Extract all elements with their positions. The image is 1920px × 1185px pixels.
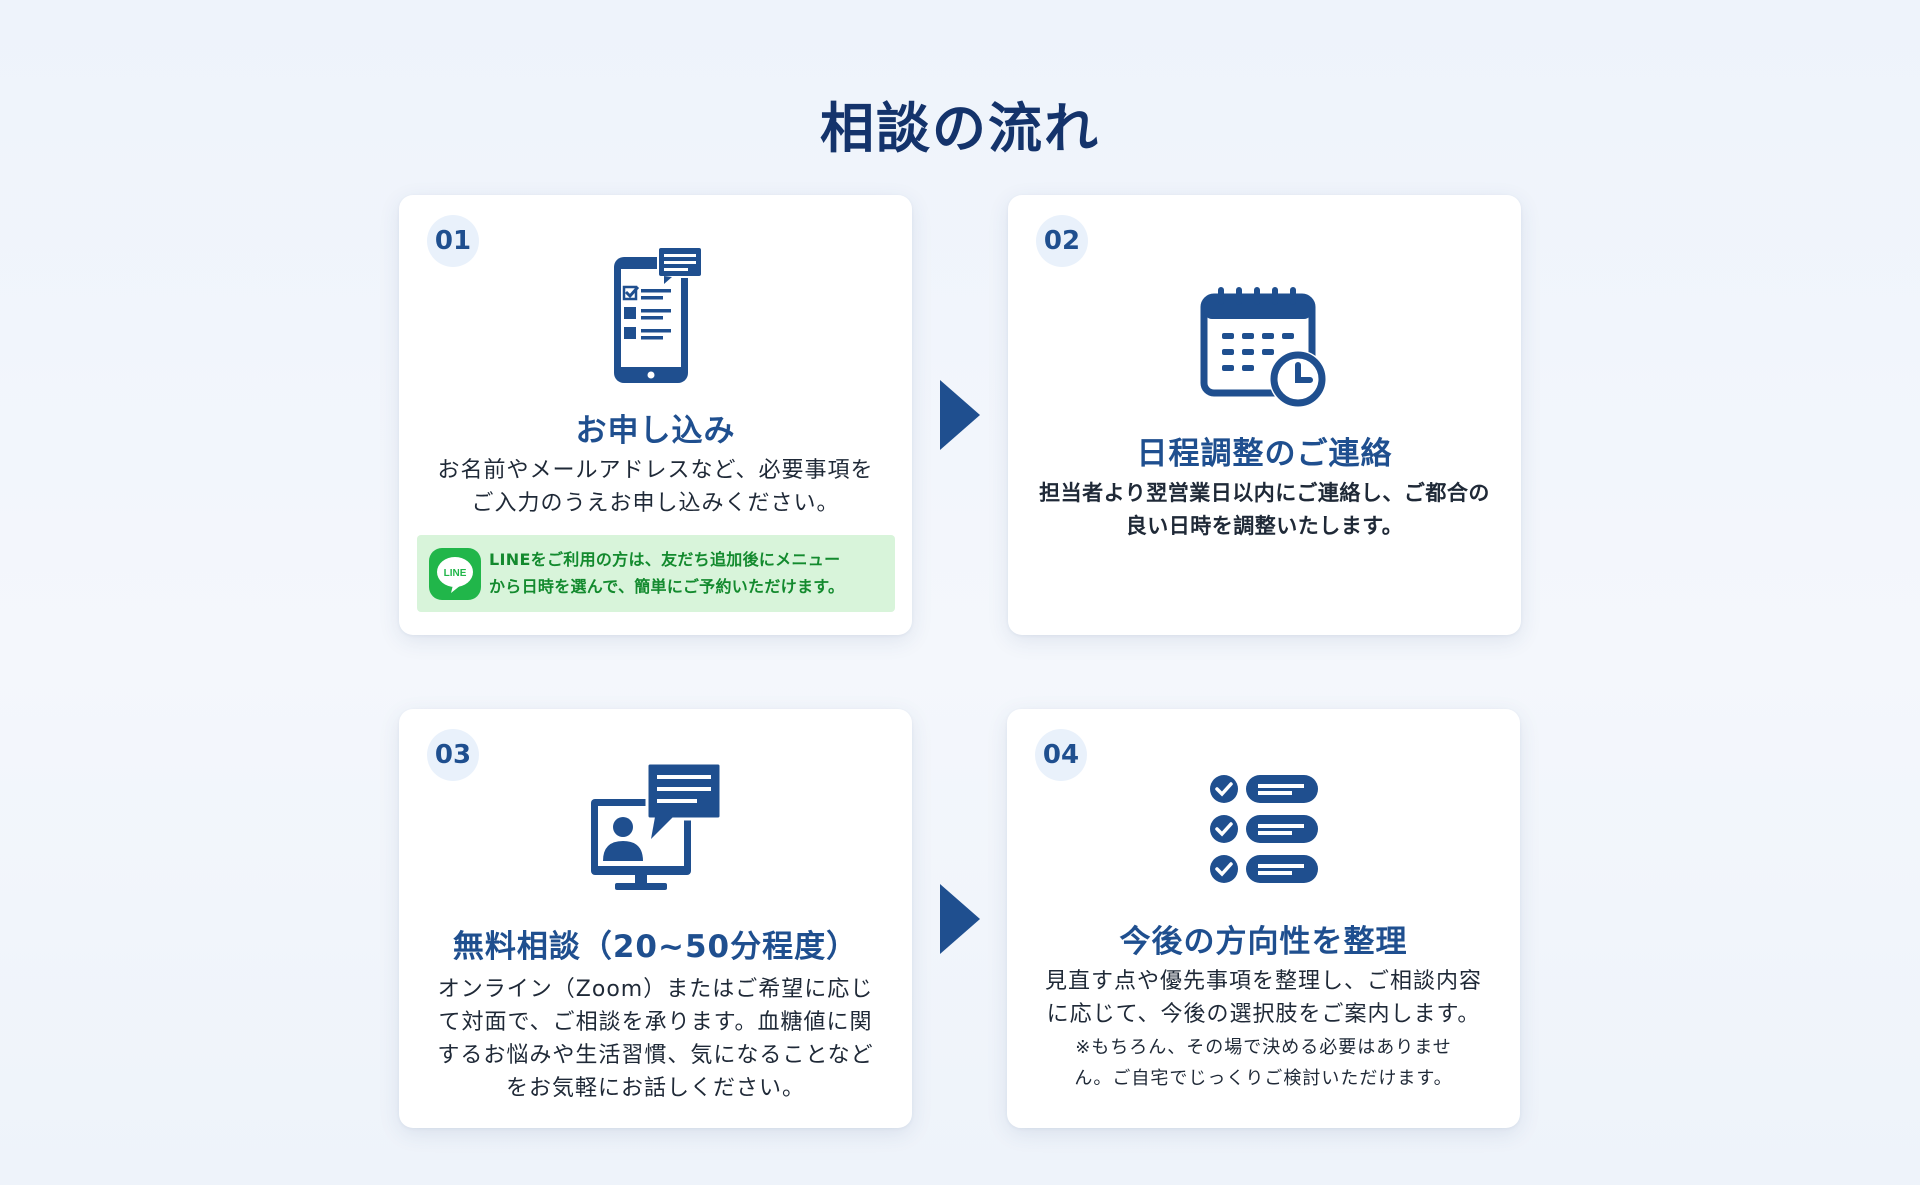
line-reservation-note[interactable]: LINE LINEをご利用の方は、友だち追加後にメニュー から日時を選んで、簡単… [417, 535, 895, 612]
next-arrow-icon [940, 380, 980, 450]
step-title: 今後の方向性を整理 [1119, 924, 1408, 960]
step-description: 担当者より翌営業日以内にご連絡し、ご都合の 良い日時を調整いたします。 [1039, 481, 1490, 538]
step-card-consultation: 03 無料相談（20~50分程度） オンライン（Zoom）またはご希望に応じ て… [399, 709, 912, 1128]
step-title: お申し込み [575, 413, 736, 449]
line-logo: LINE [429, 548, 481, 600]
svg-text:LINE: LINE [444, 568, 467, 579]
step-description: お名前やメールアドレスなど、必要事項を ご入力のうえお申し込みください。 [437, 458, 874, 516]
step-title: 日程調整のご連絡 [1136, 436, 1393, 472]
calendar-clock-icon [1200, 287, 1327, 408]
step-card-direction: 04 今後の方向性を整理 見直す点や優先事項を整理し、ご相談内容 に応じて、今後… [1007, 709, 1520, 1128]
mobile-form-icon [613, 246, 703, 383]
step-description: 見直す点や優先事項を整理し、ご相談内容 に応じて、今後の選択肢をご案内します。 [1044, 969, 1482, 1027]
video-consultation-icon [590, 761, 722, 890]
line-bubble-icon: LINE [437, 557, 473, 593]
section-title: 相談の流れ [820, 97, 1100, 160]
step-description: オンライン（Zoom）またはご希望に応じ て対面で、ご相談を承ります。血糖値に関… [437, 977, 874, 1101]
step-number: 04 [1035, 729, 1087, 781]
step-card-schedule: 02 日程調整のご連絡 担当者より翌営業日以内にご連絡し、ご都合の 良い日時を調… [1008, 195, 1521, 635]
line-note-text: LINEをご利用の方は、友だち追加後にメニュー から日時を選んで、簡単にご予約い… [489, 550, 845, 596]
step-number: 02 [1036, 215, 1088, 267]
step-number: 03 [427, 729, 479, 781]
checklist-icon [1209, 775, 1318, 883]
step-title: 無料相談（20~50分程度） [452, 929, 859, 965]
step-note: ※もちろん、その場で決める必要はありませ ん。ご自宅でじっくりご検討いただけます… [1074, 1037, 1453, 1089]
step-card-apply: 01 お申し込み お名前やメールアドレスなど、必要事項を ご入力のうえお申し込み… [399, 195, 912, 635]
step-number: 01 [427, 215, 479, 267]
next-arrow-icon [940, 884, 980, 954]
